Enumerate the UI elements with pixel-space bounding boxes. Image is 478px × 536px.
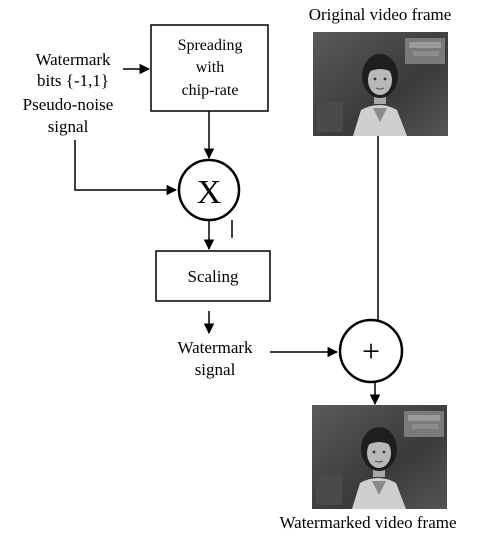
adder-symbol: + bbox=[362, 333, 380, 369]
spreading-label-line1: Spreading bbox=[178, 37, 243, 54]
original-frame-label: Original video frame bbox=[309, 5, 452, 24]
spreading-label-line3: chip-rate bbox=[182, 82, 239, 99]
watermark-signal-label-line2: signal bbox=[195, 360, 236, 379]
original-video-frame-image bbox=[312, 31, 449, 137]
pseudo-noise-label-line1: Pseudo-noise bbox=[23, 95, 114, 114]
spreading-label-line2: with bbox=[196, 59, 224, 76]
multiplier-symbol: X bbox=[197, 174, 222, 211]
pn-to-multiplier-arrow bbox=[74, 140, 178, 196]
spreading-block bbox=[150, 24, 269, 112]
watermark-signal-label-line1: Watermark bbox=[177, 338, 253, 357]
pseudo-noise-label-line2: signal bbox=[48, 117, 89, 136]
watermarked-video-frame-image bbox=[311, 404, 448, 510]
watermarked-frame-label: Watermarked video frame bbox=[279, 513, 456, 532]
watermark-bits-label-line2: bits {-1,1} bbox=[37, 71, 109, 90]
watermark-bits-label-line1: Watermark bbox=[35, 50, 111, 69]
adder-node bbox=[338, 318, 404, 384]
scaling-block bbox=[155, 250, 271, 302]
scaling-label: Scaling bbox=[188, 267, 239, 286]
